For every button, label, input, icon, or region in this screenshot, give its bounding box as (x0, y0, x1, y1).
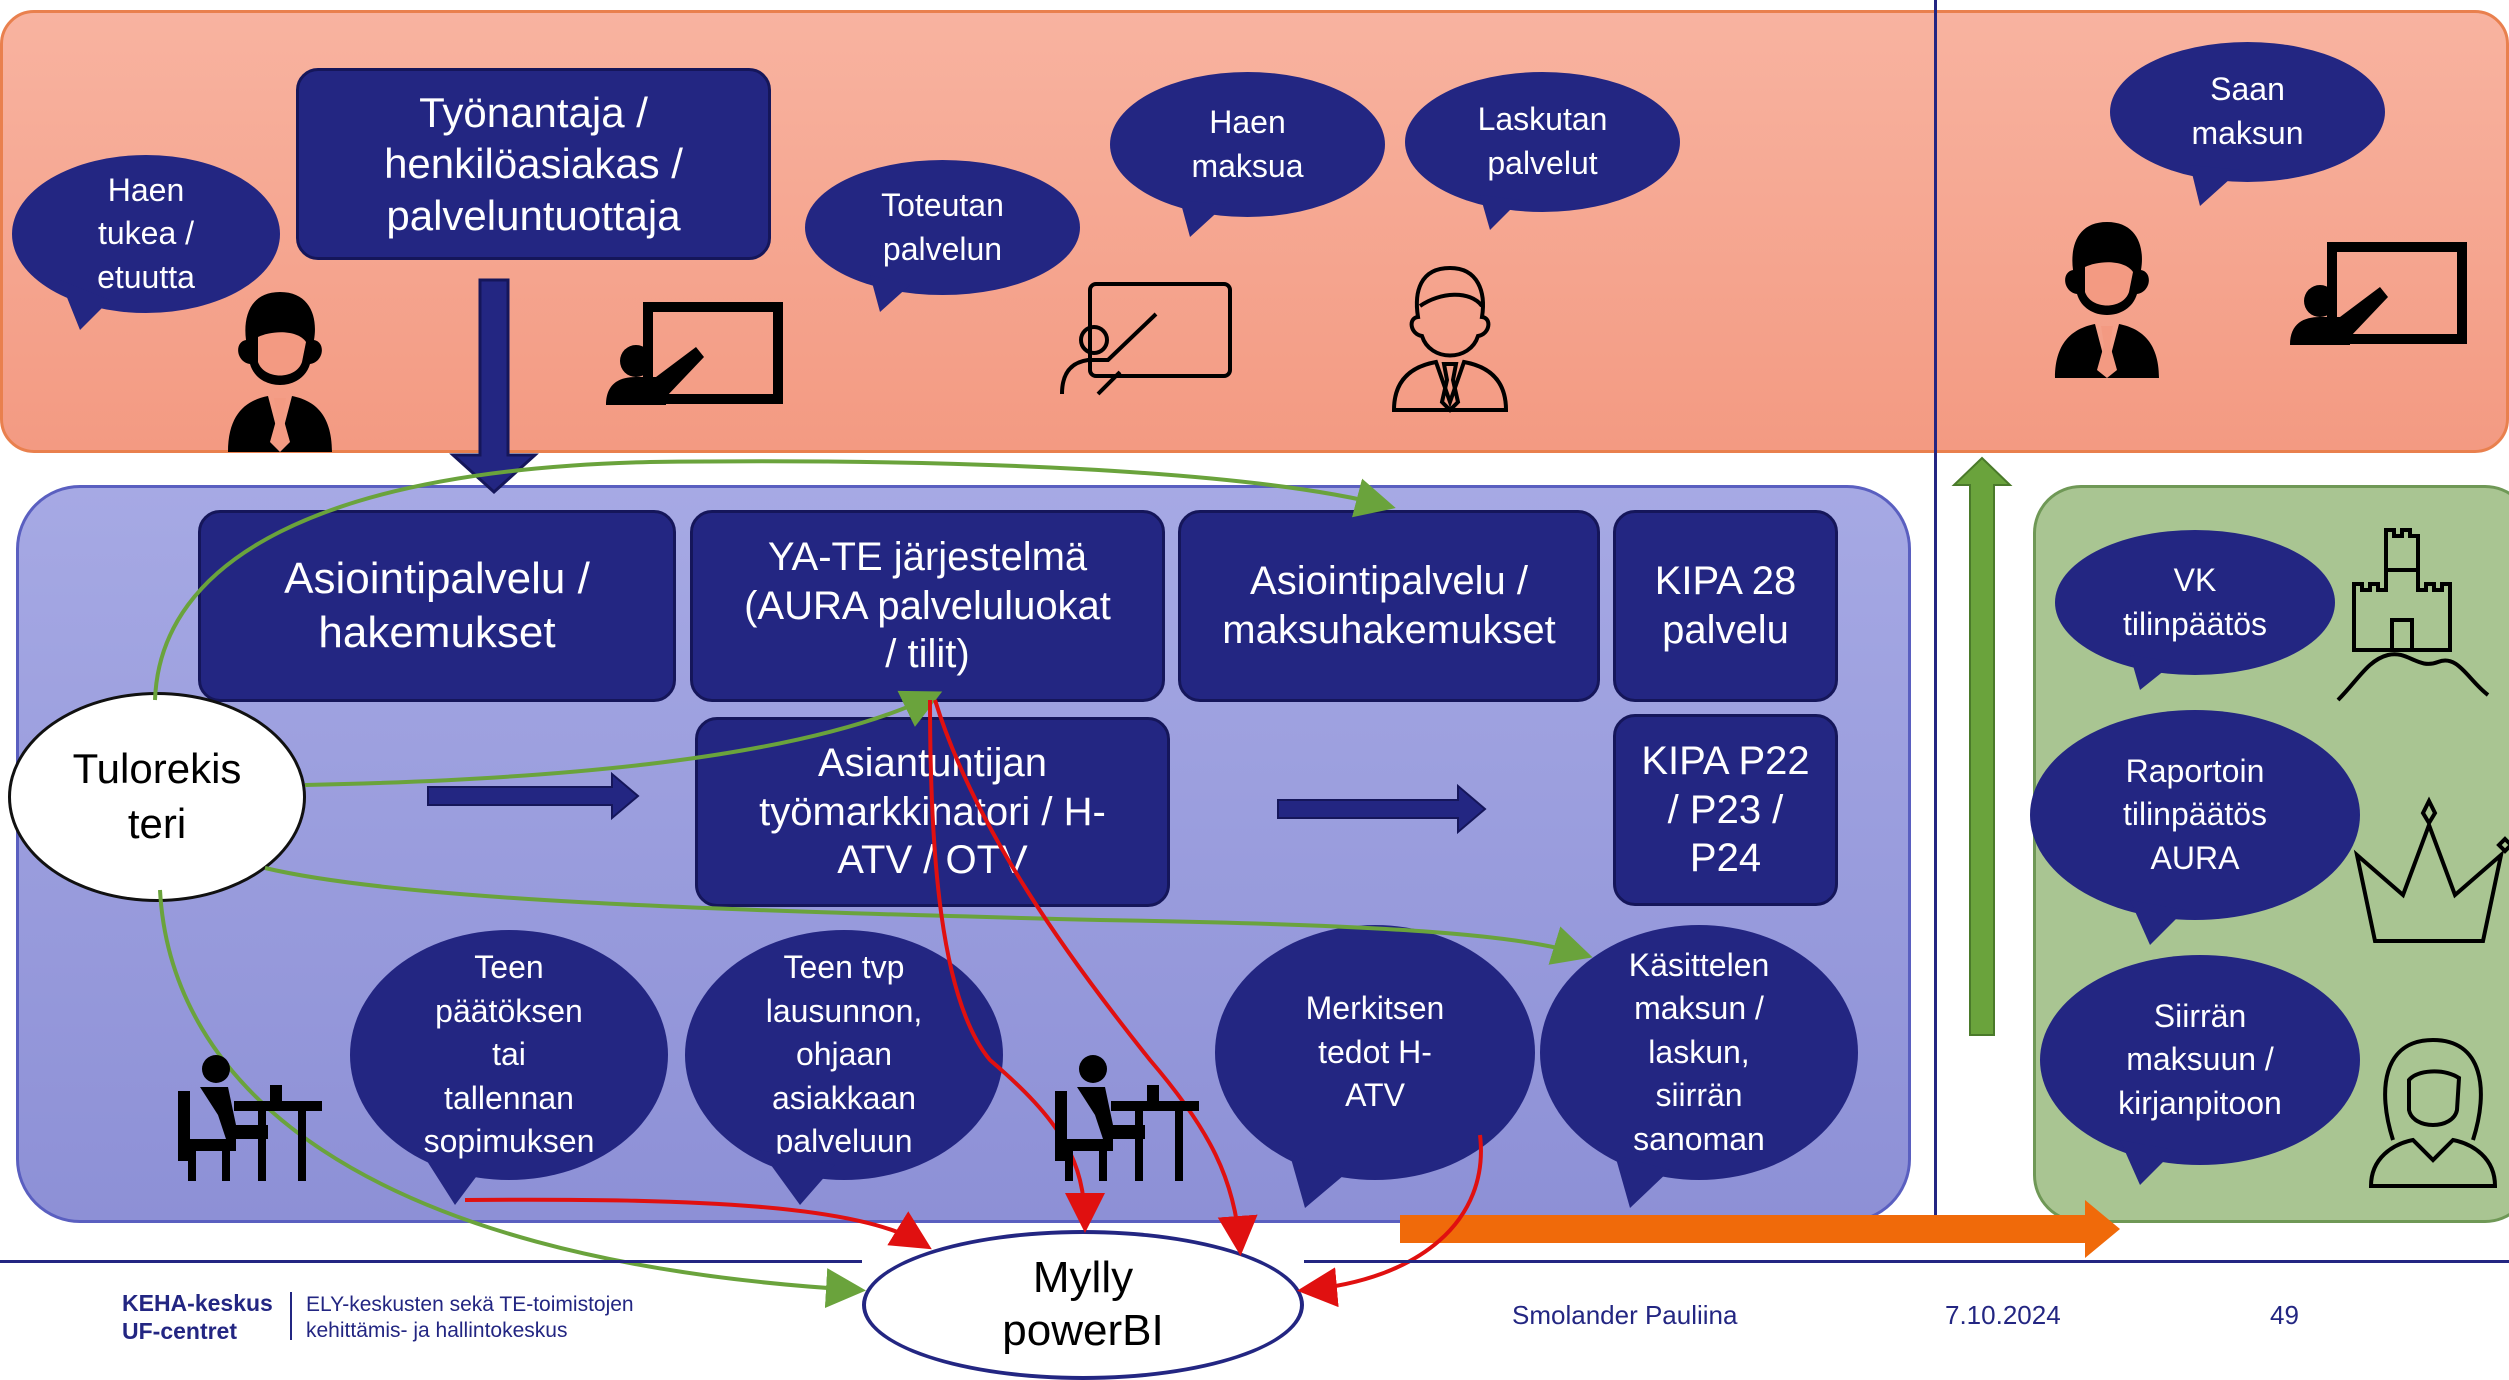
bubble-siirran: Siirrän maksuun / kirjanpitoon (2040, 955, 2360, 1165)
tail-teen-paatoksen (420, 1150, 485, 1205)
tail-haen-tukea (60, 280, 110, 330)
bubble-laskutan: Laskutan palvelut (1405, 72, 1680, 212)
ya-te-box: YA-TE järjestelmä (AURA palveluluokat / … (690, 510, 1165, 702)
kipa-p22-box: KIPA P22 / P23 / P24 (1613, 714, 1838, 906)
businessman-icon-2 (2055, 222, 2159, 378)
green-arrow-mylly (158, 889, 866, 1309)
desk-worker-icon (178, 1055, 322, 1181)
teacher-board-icon (606, 302, 783, 405)
footer-logo-divider (290, 1292, 292, 1340)
bubble-tails (60, 165, 2240, 1208)
red-arrows (464, 699, 1483, 1308)
tail-vk (2130, 655, 2175, 690)
footer-logo: KEHA-keskus UF-centret (122, 1290, 282, 1345)
green-arrow-kasittelen (264, 866, 1593, 965)
tulorekisteri-ellipse: Tulorekis teri (8, 692, 306, 902)
footer-author: Smolander Pauliina (1512, 1300, 1738, 1330)
footer-line-right (1304, 1260, 2509, 1263)
red-arrow-merkitsen (1297, 1134, 1483, 1308)
bubble-vk: VK tilinpäätös (2055, 530, 2335, 675)
bubble-toteutan: Toteutan palvelun (805, 160, 1080, 295)
tail-haen-maksua (1180, 200, 1225, 237)
green-arrows (153, 459, 1593, 1309)
castle-icon (2336, 528, 2490, 702)
bubble-kasittelen: Käsittelen maksun / laskun, siirrän sano… (1540, 925, 1858, 1180)
tail-siirran (2120, 1140, 2175, 1185)
bubble-teen-tvp: Teen tvp lausunnon, ohjaan asiakkaan pal… (685, 930, 1003, 1180)
woman-icon (2368, 1037, 2498, 1188)
tail-raportoin (2130, 900, 2185, 945)
red-arrow-ya-1 (928, 699, 1105, 1233)
footer-date: 7.10.2024 (1945, 1300, 2061, 1330)
footer-org-name: KEHA-keskus (122, 1290, 273, 1316)
right-arrow-1 (427, 771, 640, 821)
businessman-icon (228, 292, 332, 452)
footer-org-name-sv: UF-centret (122, 1317, 238, 1344)
down-arrow (449, 278, 539, 495)
footer-org-description: ELY-keskusten sekä TE-toimistojen kehitt… (306, 1292, 826, 1345)
asiointipalvelu-hakemukset-box: Asiointipalvelu / hakemukset (198, 510, 676, 702)
bubble-haen-tukea: Haen tukea / etuutta (12, 155, 280, 313)
right-arrow-2 (1277, 783, 1487, 835)
tail-teen-tvp (760, 1150, 835, 1205)
divider-line (1934, 0, 1937, 1225)
footer-org-desc-2: kehittämis- ja hallintokeskus (306, 1319, 568, 1343)
tail-toteutan (870, 275, 910, 312)
employer-box: Työnantaja / henkilöasiakas / palveluntu… (296, 68, 771, 260)
desk-worker-icon-2 (1055, 1055, 1199, 1181)
bubble-merkitsen: Merkitsen tedot H- ATV (1215, 925, 1535, 1180)
red-arrow-ya-2 (933, 699, 1258, 1256)
green-up-arrow (1951, 456, 2013, 1036)
footer-line (0, 1260, 862, 1263)
asiointipalvelu-maksu-box: Asiointipalvelu / maksuhakemukset (1178, 510, 1600, 702)
tail-laskutan (1480, 195, 1520, 230)
bubble-haen-maksua: Haen maksua (1110, 72, 1385, 217)
kipa28-box: KIPA 28 palvelu (1613, 510, 1838, 702)
diagram-overlay (60, 165, 2509, 1309)
bubble-saan-maksun: Saan maksun (2110, 42, 2385, 182)
bubble-teen-paatoksen: Teen päätöksen tai tallennan sopimuksen (350, 930, 668, 1180)
orange-arrow (1400, 1200, 2120, 1258)
crown-icon (2353, 796, 2509, 943)
tail-merkitsen (1290, 1155, 1350, 1208)
green-arrow-top (153, 459, 1396, 701)
tail-kasittelen (1615, 1155, 1670, 1208)
bubble-raportoin: Raportoin tilinpäätös AURA (2030, 710, 2360, 920)
presenter-icon (1060, 282, 1232, 396)
teacher-board-icon-2 (2290, 242, 2467, 345)
man-outline-icon (1391, 265, 1509, 413)
tail-saan-maksun (2190, 165, 2240, 206)
footer-org-desc-1: ELY-keskusten sekä TE-toimistojen (306, 1293, 634, 1316)
red-arrow-paatos (464, 1197, 932, 1250)
green-arrow-ya (304, 690, 943, 787)
footer-page-number: 49 (2270, 1300, 2299, 1330)
